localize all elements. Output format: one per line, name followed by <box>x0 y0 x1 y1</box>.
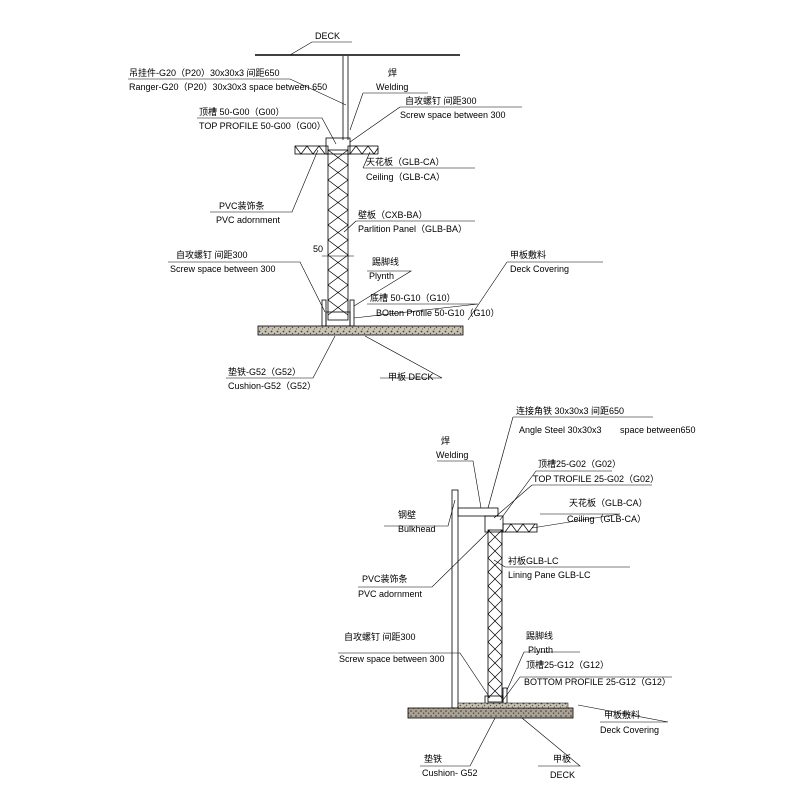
label-pvc-cn-2: PVC装饰条 <box>362 573 408 584</box>
label-plynth-cn-2: 踢脚线 <box>526 630 553 641</box>
label-welding-en-2: Welding <box>436 450 468 460</box>
label-deck-covering-en: Deck Covering <box>510 264 569 274</box>
label-bottom-profile-25-cn: 顶槽25-G12（G12） <box>526 659 609 670</box>
label-bulkhead-cn: 钢壁 <box>398 509 416 520</box>
partition-panel <box>327 149 349 321</box>
label-bottom-profile-en: BOtton Profile 50-G10（G10） <box>376 308 500 318</box>
label-dim-50: 50 <box>313 244 323 254</box>
ceiling-25 <box>502 523 538 533</box>
label-bottom-profile-cn: 底槽 50-G10（G10） <box>370 292 456 303</box>
label-bulkhead-en: Bulkhead <box>398 524 436 534</box>
label-deck-bottom: 甲板 DECK <box>388 371 434 382</box>
top-detail <box>128 41 603 379</box>
top-labels: DECK 吊挂件-G20（P20）30x30x3 间距650 Ranger-G2… <box>129 31 569 391</box>
bottom-labels: 连接角铁 30x30x3 间距650 Angle Steel 30x30x3 s… <box>339 405 696 780</box>
label-panel-cn: 壁板（CXB-BA） <box>358 209 428 220</box>
top-leaders <box>128 41 603 379</box>
ceiling-right <box>347 145 379 155</box>
bottom-deck-covering <box>457 702 569 709</box>
ceiling-25-truss <box>504 523 536 533</box>
label-screw-bottom-en: Screw space between 300 <box>170 264 276 274</box>
label-deck-cn-2: 甲板 <box>553 753 571 764</box>
label-plynth-en: Plynth <box>369 271 394 281</box>
lining-panel <box>487 529 503 703</box>
label-top-profile-25-cn: 顶槽25-G02（G02） <box>538 458 621 469</box>
label-top-profile-cn: 顶槽 50-G00（G00） <box>199 106 285 117</box>
bottom-deck-slab <box>407 707 574 719</box>
label-ceiling-en: Ceiling（GLB-CA） <box>366 172 445 182</box>
label-pvc-en-2: PVC adornment <box>358 589 423 599</box>
label-top-profile-25-en: TOP TROFILE 25-G02（G02） <box>533 474 659 484</box>
label-deck-covering-cn: 甲板敷料 <box>510 249 546 260</box>
plynth-right <box>349 299 355 327</box>
label-ceiling-25-cn: 天花板（GLB-CA） <box>569 497 648 508</box>
label-pvc-cn: PVC装饰条 <box>219 200 265 211</box>
label-lining-en: Lining Pane GLB-LC <box>508 570 591 580</box>
label-cushion-cn-2: 垫铁 <box>424 753 442 764</box>
label-top-profile-en: TOP PROFILE 50-G00（G00） <box>199 121 326 131</box>
label-deck-covering-en-2: Deck Covering <box>600 725 659 735</box>
label-bottom-profile-25-en: BOTTOM PROFILE 25-G12（G12） <box>524 677 671 687</box>
top-profile-25 <box>484 515 504 533</box>
label-angle-en-b: space between650 <box>620 425 696 435</box>
label-cushion-cn: 垫铁-G52（G52） <box>228 366 301 377</box>
label-screw-en-2: Screw space between 300 <box>339 654 445 664</box>
label-cushion-en: Cushion-G52（G52） <box>228 381 316 391</box>
label-ceiling-cn: 天花板（GLB-CA） <box>366 156 445 167</box>
ceiling-right-truss <box>349 145 379 155</box>
label-plynth-en-2: Plynth <box>528 645 553 655</box>
label-pvc-en: PVC adornment <box>216 215 281 225</box>
label-welding-cn-2: 焊 <box>441 435 450 446</box>
label-hanger-cn: 吊挂件-G20（P20）30x30x3 间距650 <box>129 67 280 78</box>
label-hanger-en: Ranger-G20（P20）30x30x3 space between 650 <box>129 82 327 92</box>
label-deck-top: DECK <box>315 31 340 41</box>
ceiling-left <box>294 145 329 155</box>
bulkhead-wall <box>451 489 459 709</box>
label-lining-cn: 衬板GLB-LC <box>508 555 559 566</box>
lining-zigzag <box>487 529 503 699</box>
plynth-left <box>321 299 327 327</box>
label-panel-en: Parlition Panel（GLB-BA） <box>358 224 467 234</box>
label-deck-en-2: DECK <box>550 770 575 780</box>
label-welding-en: Welding <box>376 82 408 92</box>
label-angle-cn: 连接角铁 30x30x3 间距650 <box>516 405 624 416</box>
bottom-leaders <box>338 416 672 767</box>
label-welding-cn: 焊 <box>388 67 397 78</box>
label-plynth-cn: 踢脚线 <box>372 256 399 267</box>
label-screw-cn-2: 自攻螺钉 间距300 <box>344 631 416 642</box>
top-deck-slab <box>257 325 464 336</box>
label-screw-top-cn: 自攻螺钉 间距300 <box>405 95 477 106</box>
label-cushion-en-2: Cushion- G52 <box>422 768 478 778</box>
label-angle-en-a: Angle Steel 30x30x3 <box>519 425 602 435</box>
label-screw-bottom-cn: 自攻螺钉 间距300 <box>176 249 248 260</box>
label-ceiling-25-en: Ceiling（GLB-CA） <box>567 514 646 524</box>
bottom-detail <box>338 416 672 767</box>
label-screw-top-en: Screw space between 300 <box>400 110 506 120</box>
label-deck-covering-cn-2: 甲板敷料 <box>604 709 640 720</box>
panel-zigzag <box>327 149 349 316</box>
ceiling-left-truss <box>294 145 326 155</box>
angle-steel <box>457 507 499 517</box>
